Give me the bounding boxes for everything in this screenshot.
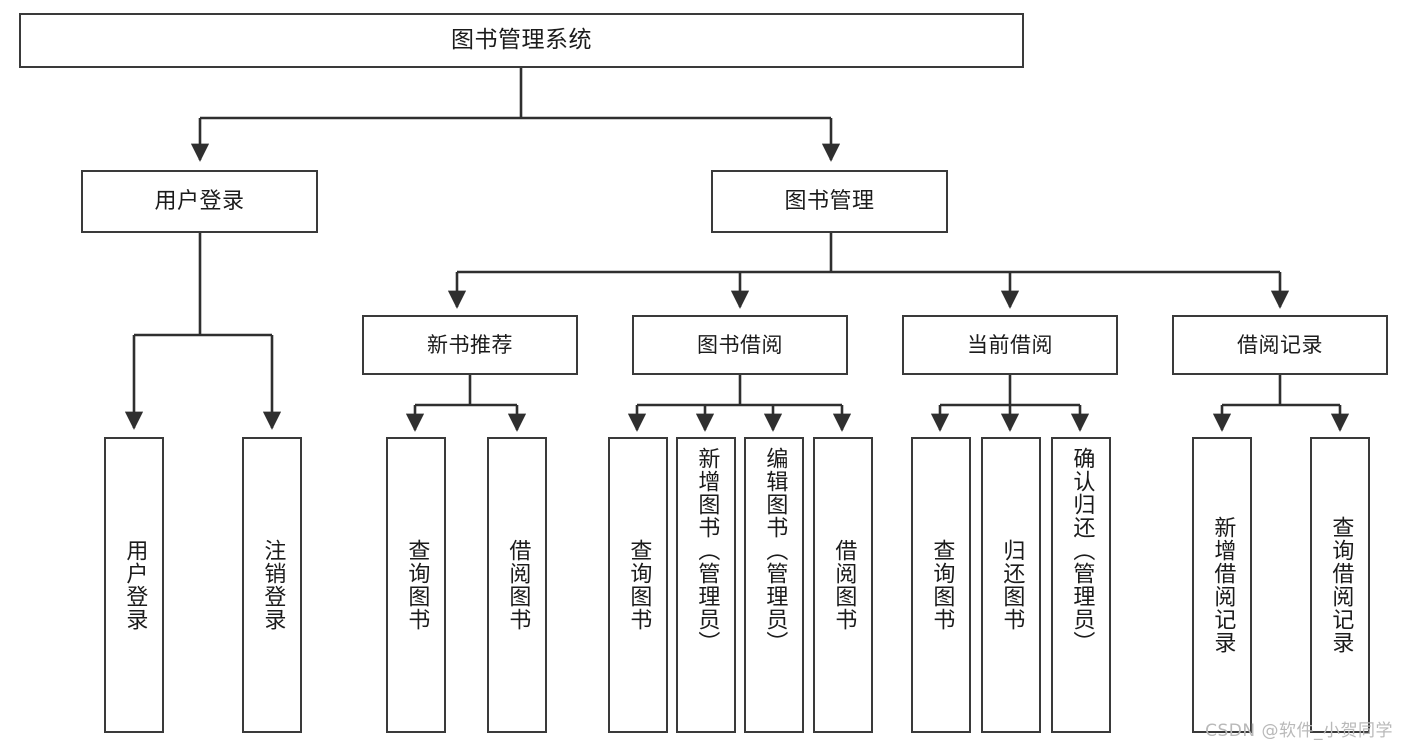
- node-current-borrow[interactable]: 当前借阅: [902, 315, 1118, 375]
- leaf-borrow-lend-book[interactable]: 借阅图书: [813, 437, 873, 733]
- leaf-current-confirm-return[interactable]: 确认归还（管理员）: [1051, 437, 1111, 733]
- node-new-book-recommend[interactable]: 新书推荐: [362, 315, 578, 375]
- leaf-user-logout-label: 注销登录: [260, 539, 286, 631]
- node-root-label: 图书管理系统: [451, 26, 592, 53]
- leaf-new-book-borrow-label: 借阅图书: [505, 539, 531, 631]
- leaf-current-query[interactable]: 查询图书: [911, 437, 971, 733]
- leaf-new-book-borrow[interactable]: 借阅图书: [487, 437, 547, 733]
- leaf-borrow-edit-book-label: 编辑图书（管理员）: [762, 447, 788, 654]
- csdn-watermark: CSDN @软件_小贺同学: [1205, 721, 1393, 741]
- node-book-management-label: 图书管理: [784, 188, 875, 214]
- leaf-record-add-label: 新增借阅记录: [1210, 516, 1236, 654]
- node-borrow-record-label: 借阅记录: [1237, 332, 1323, 357]
- node-book-borrow[interactable]: 图书借阅: [632, 315, 848, 375]
- leaf-current-confirm-return-label: 确认归还（管理员）: [1069, 447, 1095, 654]
- leaf-record-query[interactable]: 查询借阅记录: [1310, 437, 1370, 733]
- leaf-borrow-edit-book[interactable]: 编辑图书（管理员）: [744, 437, 804, 733]
- node-user-login[interactable]: 用户登录: [81, 170, 318, 233]
- leaf-borrow-query[interactable]: 查询图书: [608, 437, 668, 733]
- leaf-current-return[interactable]: 归还图书: [981, 437, 1041, 733]
- node-book-management[interactable]: 图书管理: [711, 170, 948, 233]
- leaf-current-return-label: 归还图书: [999, 539, 1025, 631]
- leaf-record-add[interactable]: 新增借阅记录: [1192, 437, 1252, 733]
- leaf-new-book-query[interactable]: 查询图书: [386, 437, 446, 733]
- node-book-borrow-label: 图书借阅: [697, 332, 783, 357]
- node-root[interactable]: 图书管理系统: [19, 13, 1024, 68]
- node-user-login-label: 用户登录: [154, 188, 245, 214]
- leaf-borrow-add-book-label: 新增图书（管理员）: [694, 447, 720, 654]
- node-borrow-record[interactable]: 借阅记录: [1172, 315, 1388, 375]
- node-new-book-recommend-label: 新书推荐: [427, 332, 513, 357]
- leaf-current-query-label: 查询图书: [929, 539, 955, 631]
- leaf-user-logout[interactable]: 注销登录: [242, 437, 302, 733]
- leaf-user-login[interactable]: 用户登录: [104, 437, 164, 733]
- node-current-borrow-label: 当前借阅: [967, 332, 1053, 357]
- leaf-borrow-add-book[interactable]: 新增图书（管理员）: [676, 437, 736, 733]
- leaf-record-query-label: 查询借阅记录: [1328, 516, 1354, 654]
- leaf-user-login-label: 用户登录: [122, 539, 148, 631]
- leaf-borrow-query-label: 查询图书: [626, 539, 652, 631]
- leaf-new-book-query-label: 查询图书: [404, 539, 430, 631]
- leaf-borrow-lend-book-label: 借阅图书: [831, 539, 857, 631]
